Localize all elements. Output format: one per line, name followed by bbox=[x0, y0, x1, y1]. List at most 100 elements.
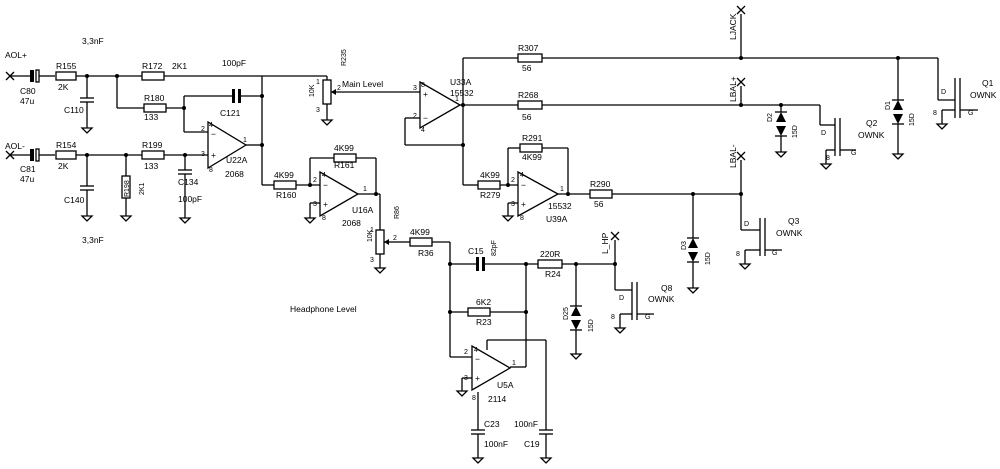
svg-text:R268: R268 bbox=[518, 90, 539, 100]
svg-text:R160: R160 bbox=[276, 190, 297, 200]
svg-text:15D: 15D bbox=[909, 113, 916, 126]
svg-text:4K99: 4K99 bbox=[410, 227, 430, 237]
svg-text:R180: R180 bbox=[144, 93, 165, 103]
svg-text:R307: R307 bbox=[518, 43, 539, 53]
q8-transistor: D 8 G Q8 OWNK bbox=[611, 282, 675, 334]
svg-text:OWNK: OWNK bbox=[858, 130, 885, 140]
svg-text:1: 1 bbox=[370, 227, 374, 234]
svg-text:2: 2 bbox=[413, 113, 417, 120]
r24-resistor bbox=[537, 259, 563, 269]
svg-text:2: 2 bbox=[313, 177, 317, 184]
svg-text:3: 3 bbox=[413, 85, 417, 92]
svg-text:OWNK: OWNK bbox=[648, 294, 675, 304]
svg-text:47u: 47u bbox=[20, 96, 34, 106]
svg-text:G: G bbox=[851, 150, 856, 157]
svg-text:2: 2 bbox=[393, 235, 397, 242]
svg-text:3: 3 bbox=[313, 201, 317, 208]
svg-text:+: + bbox=[323, 199, 328, 209]
q1-transistor: D 8 G Q1 OWNK bbox=[933, 58, 997, 130]
svg-text:D1: D1 bbox=[885, 101, 892, 110]
svg-text:R199: R199 bbox=[142, 140, 163, 150]
svg-text:15D: 15D bbox=[705, 252, 712, 265]
svg-text:R235: R235 bbox=[341, 49, 348, 66]
lbal-minus-connector-x-icon bbox=[736, 151, 746, 161]
svg-text:C23: C23 bbox=[484, 419, 500, 429]
svg-text:8: 8 bbox=[736, 251, 740, 258]
svg-text:1: 1 bbox=[363, 186, 367, 193]
r307-resistor bbox=[517, 53, 543, 63]
svg-text:C19: C19 bbox=[524, 439, 540, 449]
svg-text:D2: D2 bbox=[767, 113, 774, 122]
svg-text:LBAL-: LBAL- bbox=[728, 144, 738, 168]
svg-text:8: 8 bbox=[209, 167, 213, 174]
svg-text:OWNK: OWNK bbox=[776, 228, 803, 238]
svg-text:G: G bbox=[772, 250, 777, 257]
r160-resistor bbox=[273, 180, 297, 190]
svg-text:D: D bbox=[619, 295, 624, 302]
svg-text:8: 8 bbox=[933, 110, 937, 117]
svg-text:47u: 47u bbox=[20, 174, 34, 184]
svg-text:2K1: 2K1 bbox=[139, 182, 146, 195]
svg-text:1: 1 bbox=[243, 137, 247, 144]
svg-text:Q3: Q3 bbox=[788, 216, 800, 226]
svg-text:8: 8 bbox=[322, 215, 326, 222]
r36-resistor bbox=[409, 237, 433, 247]
headphone-level-label: Headphone Level bbox=[290, 304, 357, 314]
svg-text:3: 3 bbox=[511, 201, 515, 208]
svg-text:2114: 2114 bbox=[488, 394, 507, 404]
svg-text:8: 8 bbox=[520, 215, 524, 222]
svg-text:C134: C134 bbox=[178, 177, 199, 187]
svg-text:C81: C81 bbox=[20, 164, 36, 174]
svg-text:D: D bbox=[941, 89, 946, 96]
svg-text:C80: C80 bbox=[20, 86, 36, 96]
svg-text:D25: D25 bbox=[563, 307, 570, 320]
svg-text:OWNK: OWNK bbox=[970, 90, 997, 100]
svg-text:−: − bbox=[521, 180, 526, 190]
svg-text:2: 2 bbox=[337, 85, 341, 92]
r23-resistor bbox=[467, 307, 491, 317]
svg-text:2: 2 bbox=[464, 349, 468, 356]
svg-text:R23: R23 bbox=[476, 317, 492, 327]
svg-text:10K: 10K bbox=[309, 84, 316, 97]
svg-text:Q1: Q1 bbox=[982, 78, 994, 88]
svg-text:−: − bbox=[423, 113, 428, 123]
svg-text:Q8: Q8 bbox=[661, 283, 673, 293]
svg-text:C121: C121 bbox=[220, 108, 241, 118]
r155-resistor bbox=[55, 71, 77, 81]
svg-text:3,3nF: 3,3nF bbox=[82, 36, 104, 46]
svg-text:U5A: U5A bbox=[497, 380, 514, 390]
svg-text:15D: 15D bbox=[792, 125, 799, 138]
svg-text:U16A: U16A bbox=[352, 205, 374, 215]
d1-tvs-diode: D1 15D bbox=[885, 58, 916, 160]
svg-text:U22A: U22A bbox=[226, 155, 248, 165]
svg-text:4K99: 4K99 bbox=[522, 152, 542, 162]
svg-text:L_HP: L_HP bbox=[600, 232, 610, 254]
svg-text:D: D bbox=[744, 221, 749, 228]
aol-plus-label: AOL+ bbox=[5, 50, 27, 60]
u16a-opamp: − + 4 8 2 3 1 U16A 2068 bbox=[313, 170, 374, 228]
svg-text:2K: 2K bbox=[58, 161, 69, 171]
svg-text:100pF: 100pF bbox=[178, 194, 202, 204]
q3-transistor: D 8 G Q3 OWNK bbox=[736, 216, 803, 270]
svg-text:100nF: 100nF bbox=[514, 419, 538, 429]
svg-text:1: 1 bbox=[316, 79, 320, 86]
svg-text:G: G bbox=[645, 314, 650, 321]
svg-text:56: 56 bbox=[522, 112, 532, 122]
svg-text:4K99: 4K99 bbox=[334, 143, 354, 153]
svg-text:D3: D3 bbox=[681, 241, 688, 250]
ljack-connector-x-icon bbox=[736, 5, 746, 15]
q2-transistor: D 8 G Q2 OWNK bbox=[819, 105, 885, 170]
svg-text:C15: C15 bbox=[468, 246, 484, 256]
svg-text:3,3nF: 3,3nF bbox=[82, 235, 104, 245]
svg-text:3: 3 bbox=[370, 257, 374, 264]
svg-text:4: 4 bbox=[474, 347, 478, 354]
svg-text:8: 8 bbox=[826, 155, 830, 162]
d3-tvs-diode: D3 15D bbox=[681, 194, 712, 294]
u39a-opamp: − + 4 8 2 3 1 15532 U39A bbox=[511, 170, 572, 224]
r180-resistor bbox=[143, 103, 167, 113]
c80-capacitor bbox=[30, 70, 34, 82]
svg-text:15532: 15532 bbox=[548, 201, 572, 211]
l-hp-connector-x-icon bbox=[610, 231, 620, 241]
svg-text:100nF: 100nF bbox=[484, 439, 508, 449]
